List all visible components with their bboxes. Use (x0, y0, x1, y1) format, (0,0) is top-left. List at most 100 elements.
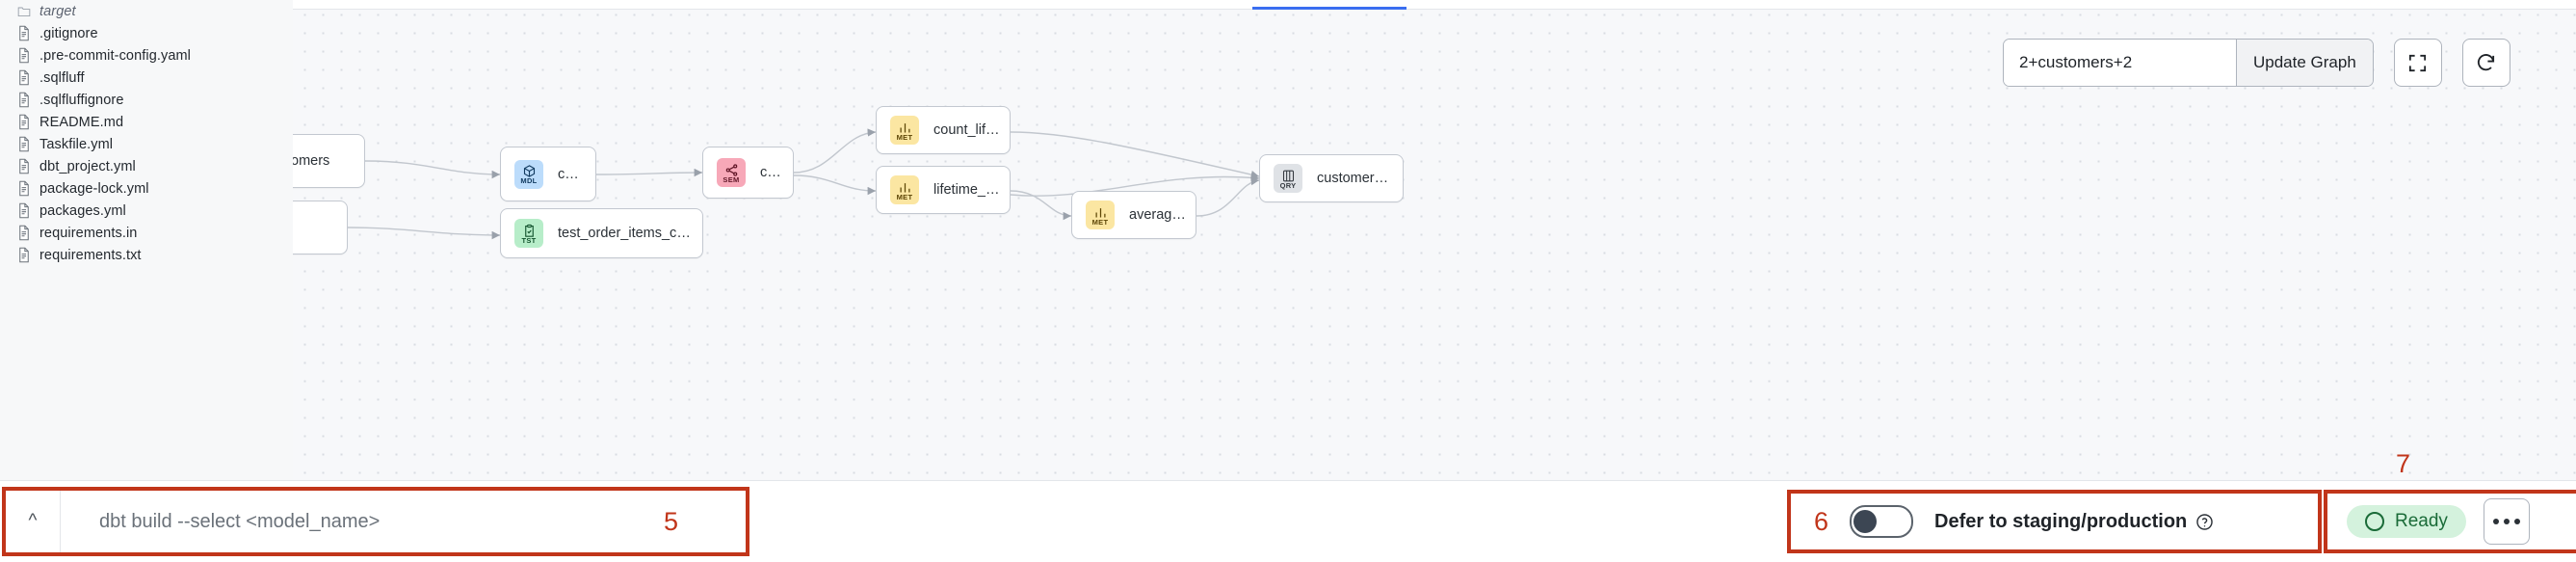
graph-selector-input[interactable]: 2+customers+2 (2004, 40, 2236, 86)
lineage-edges (347, 128, 1260, 240)
annotation-6: 6 (1814, 506, 1829, 536)
defer-toggle[interactable] (1850, 505, 1914, 538)
file-icon (19, 114, 29, 130)
file-icon (19, 136, 29, 152)
share-nodes-icon (725, 163, 737, 176)
file-icon (19, 180, 29, 197)
more-options-button[interactable] (2483, 498, 2530, 545)
query-icon (1282, 170, 1294, 181)
lineage-node-customer_order_metrics[interactable]: QRY customer_order_metrics (1259, 154, 1404, 202)
file-tree-item-label: target (39, 3, 76, 19)
node-type-badge-label: QRY (1279, 180, 1297, 190)
node-label: average_order_value (1129, 207, 1196, 223)
bar-chart-icon (1095, 207, 1105, 217)
file-tree-item[interactable]: dbt_project.yml (0, 155, 293, 177)
command-input[interactable]: dbt build --select <model_name> (99, 510, 381, 532)
kebab-icon (2492, 519, 2499, 524)
status-badge[interactable]: Ready (2347, 505, 2466, 538)
update-graph-button[interactable]: Update Graph (2236, 40, 2373, 86)
file-icon (19, 158, 29, 174)
file-tree-item[interactable]: packages.yml (0, 200, 293, 222)
node-type-badge-label: MET (896, 132, 913, 142)
file-tree-item[interactable]: requirements.txt (0, 244, 293, 266)
node-type-badge-label: MET (896, 192, 913, 201)
fit-view-button[interactable] (2393, 39, 2442, 87)
file-tree-item-label: requirements.txt (39, 247, 142, 263)
node-label: test_order_items_compute_to_bools… (558, 226, 702, 241)
file-tree[interactable]: target .gitignore .pre-commit-config.yaml.… (0, 0, 293, 266)
clipboard-check-icon (524, 224, 534, 237)
fullscreen-icon (2409, 54, 2427, 71)
node-type-badge-sem: SEM (717, 158, 746, 187)
file-tree-item-label: README.md (39, 114, 124, 130)
file-tree-item[interactable]: .pre-commit-config.yaml (0, 44, 293, 67)
file-tree-item-label: .sqlfluff (39, 69, 85, 86)
node-type-badge-label: SEM (723, 174, 740, 184)
annotation-7: 7 (2396, 449, 2411, 478)
command-input-highlight[interactable]: ^ dbt build --select <model_name> 5 (2, 487, 749, 556)
lineage-node-customers_sem[interactable]: SEM customers (702, 147, 794, 199)
node-type-badge-label: MDL (520, 176, 538, 185)
node-label: stg_customers (293, 153, 330, 169)
node-type-badge-met: MET (1086, 201, 1115, 229)
file-icon (19, 69, 29, 86)
lineage-node-customers_mdl[interactable]: MDL customers (500, 147, 596, 201)
status-badge-label: Ready (2395, 511, 2448, 531)
refresh-graph-button[interactable] (2461, 39, 2510, 87)
bar-chart-icon (900, 182, 909, 192)
node-label: customer_order_metrics (1317, 171, 1403, 186)
file-icon (19, 225, 29, 241)
defer-control-highlight: 6 Defer to staging/production (1787, 490, 2322, 553)
node-type-badge-met: MET (890, 175, 919, 204)
file-icon (19, 247, 29, 263)
node-label: customers (760, 165, 793, 180)
kebab-icon (2513, 519, 2520, 524)
node-type-badge-tst: TST (514, 219, 543, 248)
file-tree-item[interactable]: package-lock.yml (0, 177, 293, 200)
file-tree-item[interactable]: README.md (0, 111, 293, 133)
file-explorer-panel[interactable]: target .gitignore .pre-commit-config.yaml.… (0, 0, 293, 480)
file-tree-item[interactable]: target (0, 0, 293, 22)
question-circle-icon[interactable] (2195, 513, 2214, 531)
node-label: lifetime_spend_pretax (933, 182, 1010, 198)
file-tree-item-label: requirements.in (39, 225, 138, 241)
node-label: count_lifetime_orders (933, 122, 1010, 138)
file-tree-item[interactable]: .sqlfluffignore (0, 89, 293, 111)
editor-tabstrip (293, 0, 2576, 10)
file-tree-item-label: .sqlfluffignore (39, 92, 124, 108)
lineage-graph-canvas[interactable]: 2+customers+2 Update Graph stg_customers… (293, 0, 2576, 480)
graph-toolbar: 2+customers+2 Update Graph (2003, 39, 2510, 87)
file-tree-item[interactable]: Taskfile.yml (0, 133, 293, 155)
node-label: customers (558, 166, 595, 182)
node-type-badge-label: MET (1091, 217, 1109, 227)
cube-icon (523, 165, 535, 177)
node-type-badge-label: TST (521, 235, 537, 245)
node-type-badge-qry: QRY (1274, 164, 1302, 193)
lineage-node-count_lifetime_orders[interactable]: MET count_lifetime_orders (876, 106, 1011, 154)
node-type-badge-met: MET (890, 116, 919, 145)
file-tree-item-label: packages.yml (39, 202, 126, 219)
lineage-node-stg_customers[interactable]: stg_customers (293, 134, 365, 188)
lineage-node-lifetime_spend_pretax[interactable]: MET lifetime_spend_pretax (876, 166, 1011, 214)
file-tree-item-label: dbt_project.yml (39, 158, 136, 174)
lineage-node-test_order_items[interactable]: TST test_order_items_compute_to_bools… (500, 208, 703, 258)
status-area-highlight: Ready (2324, 490, 2576, 553)
refresh-icon (2478, 53, 2495, 70)
toggle-knob (1853, 510, 1878, 533)
graph-selector-combo[interactable]: 2+customers+2 Update Graph (2003, 39, 2374, 87)
file-icon (19, 25, 29, 41)
lineage-node-average_order_value[interactable]: MET average_order_value (1071, 191, 1196, 239)
file-tree-item[interactable]: .gitignore (0, 22, 293, 44)
defer-label: Defer to staging/production (1934, 510, 2188, 532)
file-tree-item[interactable]: requirements.in (0, 222, 293, 244)
lineage-node-orders[interactable]: orders (293, 201, 348, 254)
file-tree-item[interactable]: .sqlfluff (0, 67, 293, 89)
file-tree-item-label: Taskfile.yml (39, 136, 114, 152)
node-type-badge-mdl: MDL (514, 159, 543, 189)
file-tree-item-label: .pre-commit-config.yaml (39, 47, 191, 64)
bar-chart-icon (900, 122, 909, 132)
file-icon (19, 47, 29, 64)
active-tab-underline (1252, 7, 1406, 10)
chevron-up-icon[interactable]: ^ (6, 491, 61, 552)
